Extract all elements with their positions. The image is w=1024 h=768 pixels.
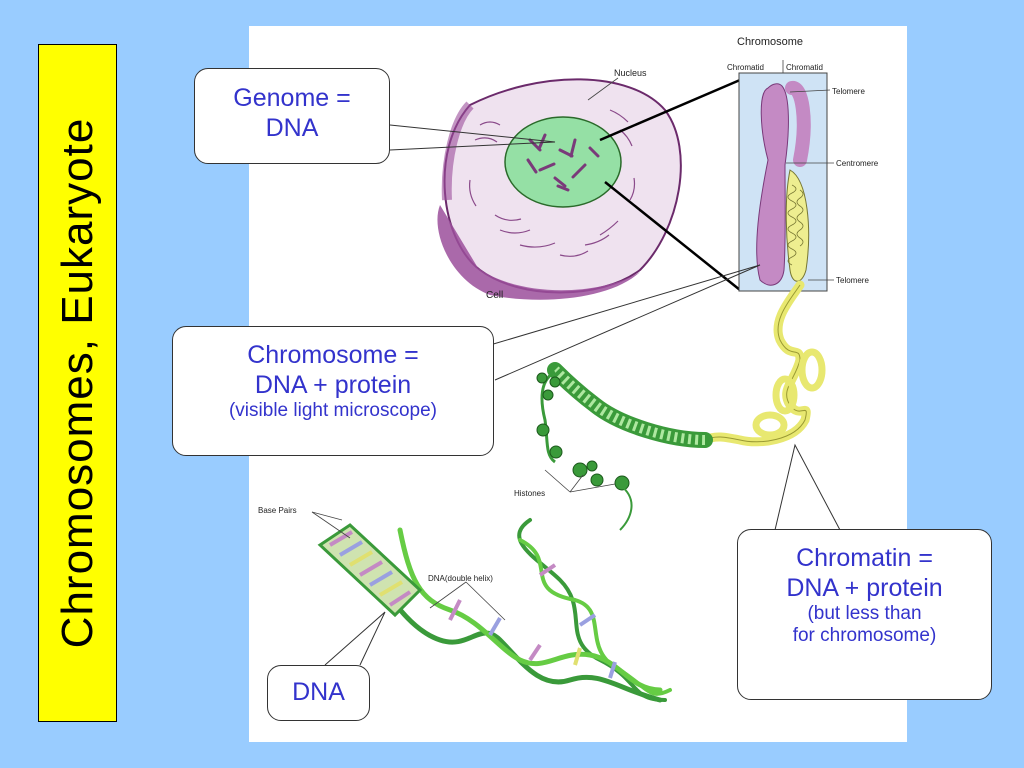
callout-chromosome-line1: Chromosome = <box>247 341 419 369</box>
callout-chromosome-line3: (visible light microscope) <box>228 400 437 421</box>
label-chromosome: Chromosome <box>737 36 803 48</box>
callout-chromatin-line1: Chromatin = <box>796 544 933 572</box>
callout-genome: Genome = DNA <box>194 68 390 164</box>
chromosome-illustration <box>756 81 811 286</box>
callout-dna: DNA <box>267 665 370 721</box>
label-telomere-top: Telomere <box>832 87 865 96</box>
callout-chromatin: Chromatin = DNA + protein (but less than… <box>737 529 992 700</box>
label-nucleus: Nucleus <box>614 68 647 78</box>
callout-genome-line2: DNA <box>265 113 319 142</box>
label-chromatid-left: Chromatid <box>727 63 764 72</box>
label-cell: Cell <box>486 290 503 301</box>
nucleus-illustration <box>504 116 622 208</box>
callout-chromatin-line3: (but less than <box>807 603 922 624</box>
dna-double-helix <box>357 518 672 703</box>
nucleosome-fiber <box>536 362 713 531</box>
callout-chromosome: Chromosome = DNA + protein (visible ligh… <box>172 326 494 456</box>
label-dna-double-helix: DNA(double helix) <box>428 574 493 583</box>
label-telomere-bottom: Telomere <box>836 276 869 285</box>
label-histones: Histones <box>514 489 545 498</box>
callout-dna-line1: DNA <box>292 678 345 706</box>
label-base-pairs: Base Pairs <box>258 506 297 515</box>
callout-genome-line1: Genome = <box>233 84 351 112</box>
callout-chromatin-line4: for chromosome) <box>792 625 937 647</box>
callout-chromosome-line2: DNA + protein <box>254 370 412 399</box>
label-centromere: Centromere <box>836 159 879 168</box>
callout-pointers <box>324 124 841 666</box>
dna-ladder <box>317 523 617 679</box>
label-chromatid-right: Chromatid <box>786 63 823 72</box>
title-bar <box>38 44 117 722</box>
callout-chromatin-line2: DNA + protein <box>786 573 943 602</box>
